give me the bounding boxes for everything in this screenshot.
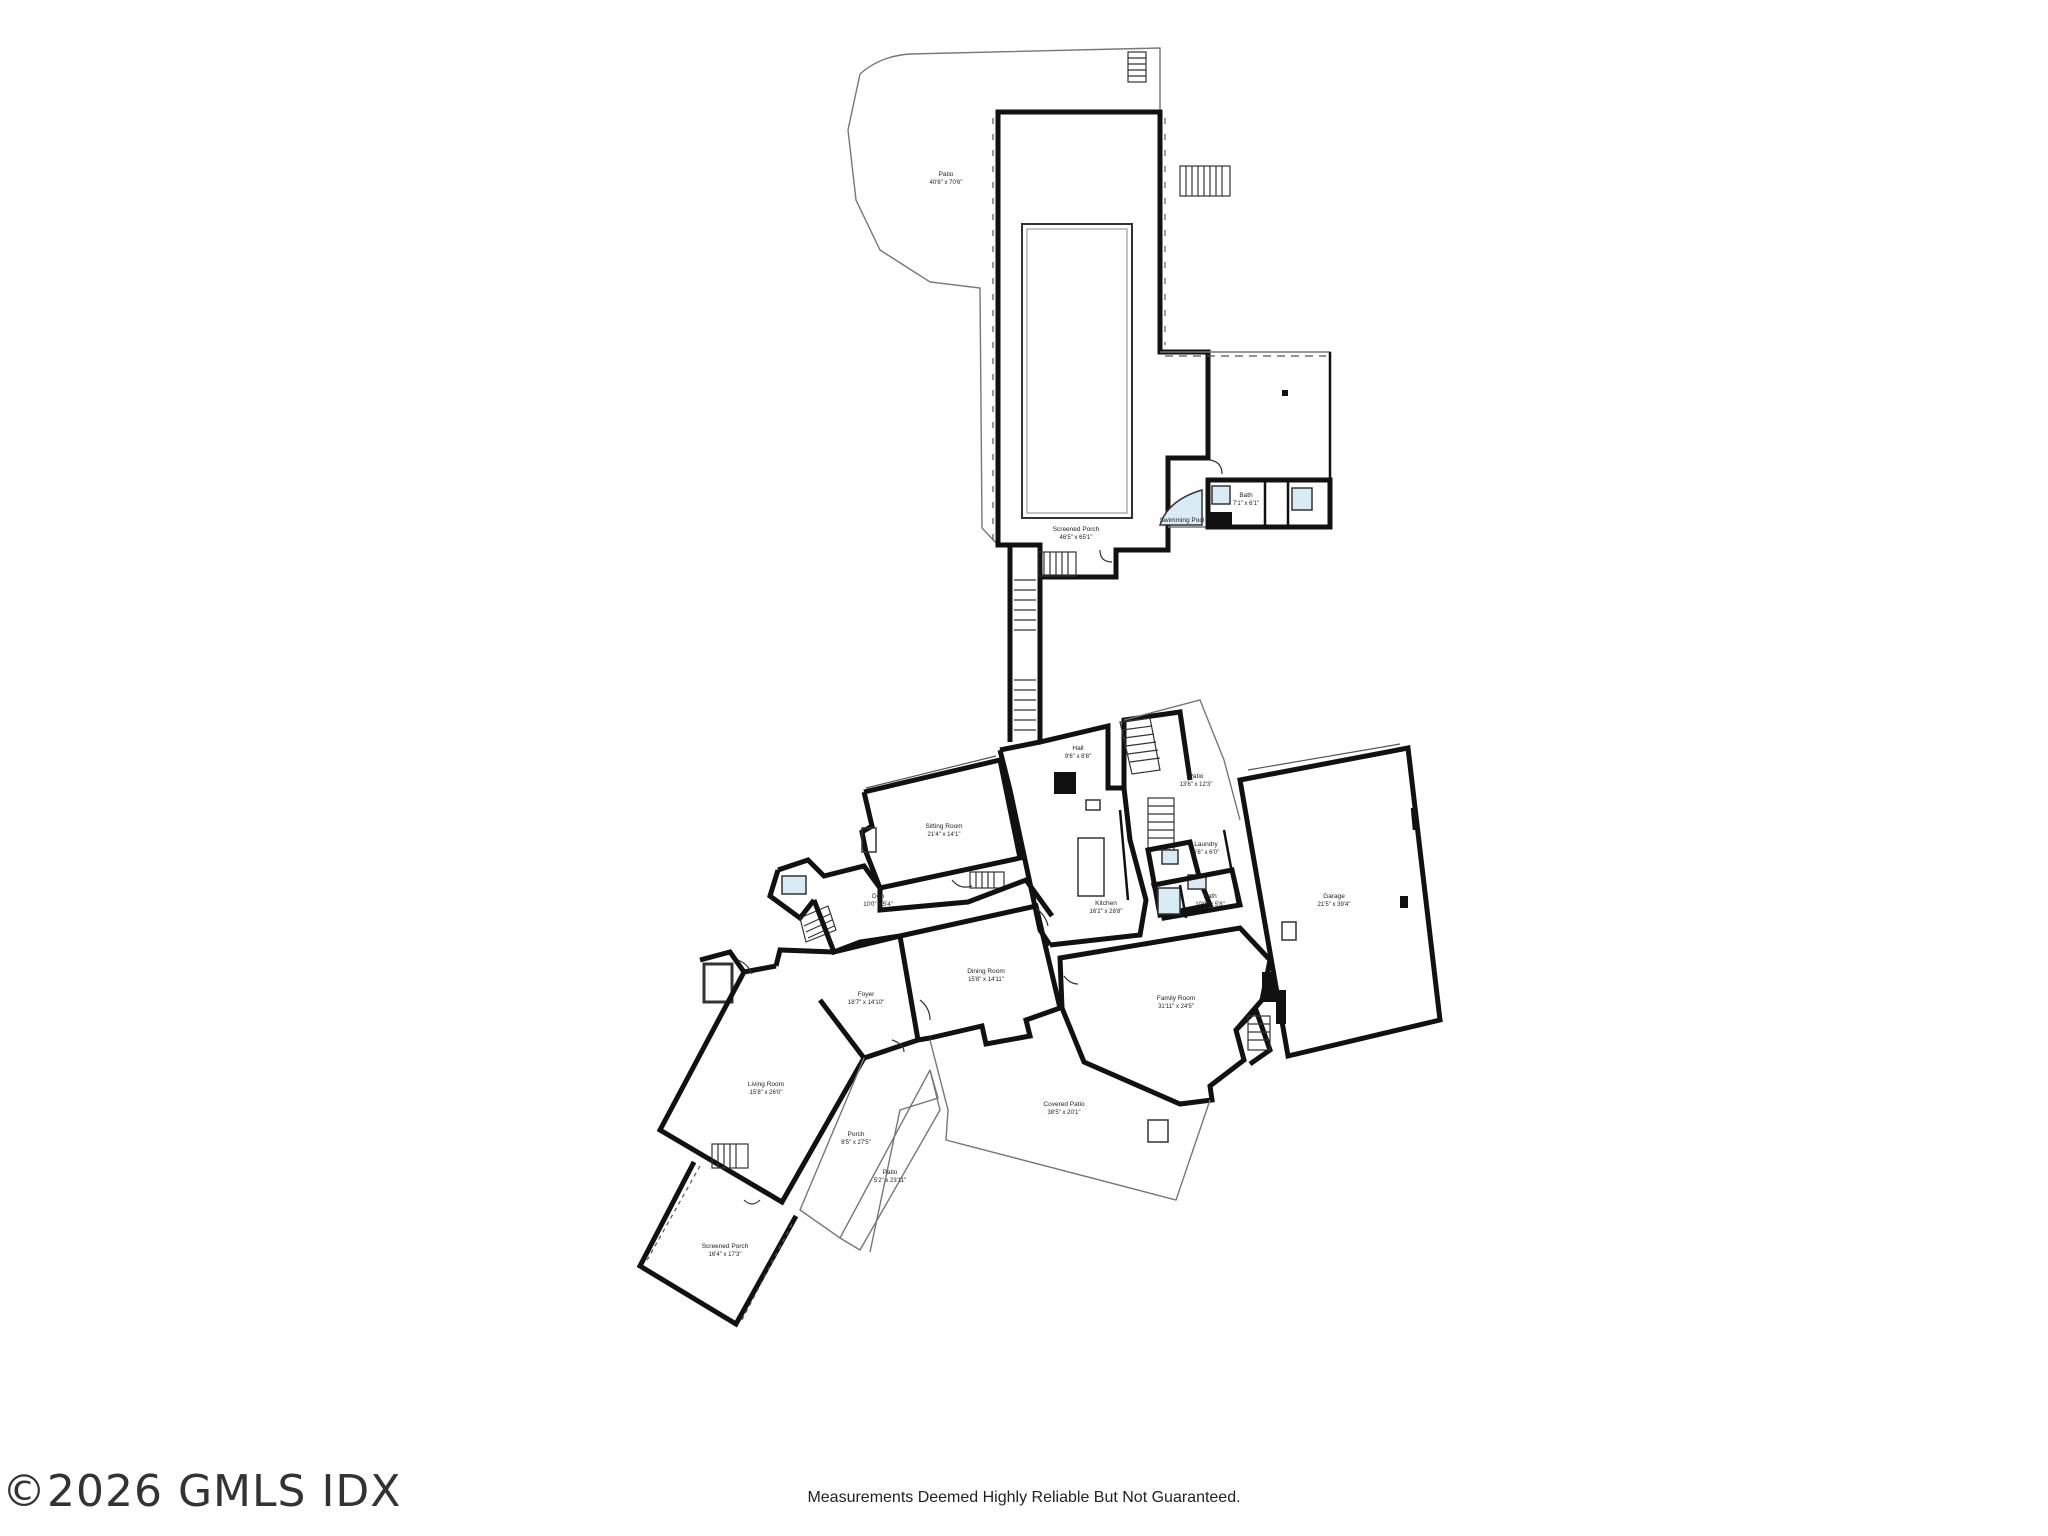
room-label: Swimming Pool xyxy=(1160,517,1205,524)
room-label: Garage xyxy=(1323,893,1345,900)
room-label: Porch xyxy=(848,1131,865,1138)
room-dim: 31'11" x 24'5" xyxy=(1158,1004,1194,1010)
room-dim: 10'0" x 5'4" xyxy=(863,902,893,908)
room-dim: 18'7" x 14'10" xyxy=(848,1000,884,1006)
room-dim: 7'1" x 6'1" xyxy=(1233,501,1259,507)
watermark: ©2026 GMLS IDX xyxy=(2,1466,402,1517)
room-label: Sitting Room xyxy=(925,823,962,830)
pool-rectangle xyxy=(1021,223,1133,519)
stairs-porch xyxy=(1037,551,1077,577)
room-dim: 10'0" x 5'8" xyxy=(1195,902,1225,908)
room-label: Patio xyxy=(939,171,954,178)
room-dim: 15'8" x 26'0" xyxy=(750,1090,783,1096)
room-label: Bath xyxy=(1239,492,1253,499)
room-label: Den xyxy=(872,893,884,900)
room-dim: 13'6" x 12'3" xyxy=(1180,782,1213,788)
room-dim: 5'6" x 6'0" xyxy=(1193,850,1219,856)
room-label: Screened Porch xyxy=(702,1243,749,1250)
room-dim: 16'4" x 17'3" xyxy=(709,1252,742,1258)
room-label: Kitchen xyxy=(1095,900,1117,907)
room-label: Family Room xyxy=(1157,995,1195,1002)
connector-walkway xyxy=(998,542,1043,742)
room-dim: 40'6" x 70'6" xyxy=(930,180,963,186)
room-label: Screened Porch xyxy=(1053,526,1100,533)
stairs-hall xyxy=(1119,717,1175,851)
room-dim: 21'4" x 14'1" xyxy=(928,832,961,838)
room-dim: 21'5" x 39'4" xyxy=(1318,902,1351,908)
room-dim: 5'2" x 23'11" xyxy=(874,1178,906,1184)
room-dim: 46'5" x 65'1" xyxy=(1060,535,1093,541)
room-dim: 15'8" x 14'11" xyxy=(968,977,1004,983)
room-label: Bath xyxy=(1203,893,1217,900)
room-dim: 38'5" x 20'1" xyxy=(1048,1110,1081,1116)
room-dim: 9'6" x 8'8" xyxy=(1065,754,1091,760)
room-label: Foyer xyxy=(858,991,875,998)
room-label: Patio xyxy=(1189,773,1204,780)
pool-house-section: Patio 40'6" x 70'6" Screened Porch 46'5"… xyxy=(847,47,1333,580)
disclaimer-text: Measurements Deemed Highly Reliable But … xyxy=(807,1489,1241,1506)
stairs-top xyxy=(1127,51,1147,83)
room-label: Patio xyxy=(883,1169,898,1176)
room-label: Dining Room xyxy=(967,968,1005,975)
room-label: Hall xyxy=(1072,745,1084,752)
main-house-section: Hall 9'6" x 8'8" Patio 13'6" x 12'3" Sit… xyxy=(636,699,1443,1328)
room-dim: 8'5" x 27'5" xyxy=(841,1140,871,1146)
room-label: Living Room xyxy=(748,1081,784,1088)
room-label: Laundry xyxy=(1194,841,1218,848)
room-dim: 16'2" x 28'8" xyxy=(1090,909,1123,915)
stairs-right xyxy=(1179,165,1231,197)
room-label: Covered Patio xyxy=(1043,1101,1085,1108)
